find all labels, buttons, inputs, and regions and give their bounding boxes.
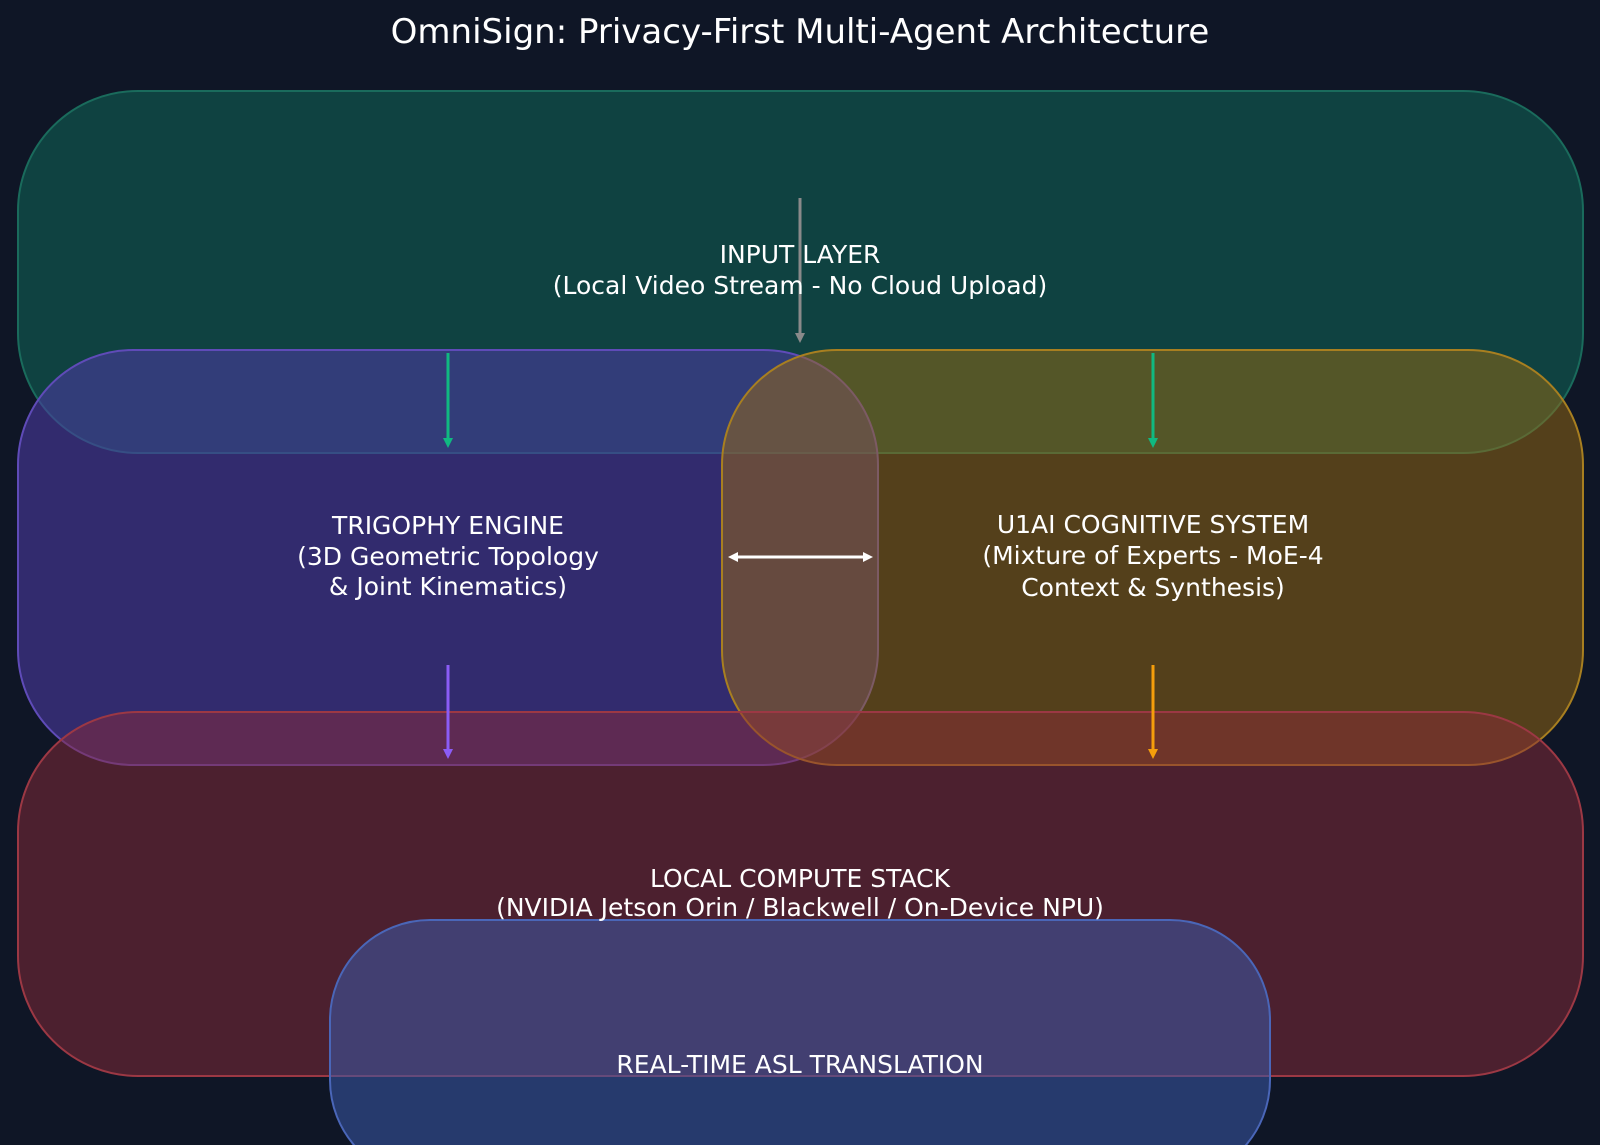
asl-translation-title: REAL-TIME ASL TRANSLATION xyxy=(616,1050,983,1079)
u1ai-system-subtitle-line2: Context & Synthesis) xyxy=(1021,573,1285,602)
asl-translation-box xyxy=(329,919,1271,1145)
u1ai-system-title: U1AI COGNITIVE SYSTEM xyxy=(997,510,1309,539)
compute-stack-subtitle: (NVIDIA Jetson Orin / Blackwell / On-Dev… xyxy=(496,893,1104,922)
diagram-title: OmniSign: Privacy-First Multi-Agent Arch… xyxy=(391,12,1210,52)
compute-stack-title: LOCAL COMPUTE STACK xyxy=(650,864,951,893)
input-layer-subtitle: (Local Video Stream - No Cloud Upload) xyxy=(553,271,1048,300)
input-layer-title: INPUT LAYER xyxy=(720,240,881,269)
trigophy-engine-subtitle-line2: & Joint Kinematics) xyxy=(329,572,567,601)
trigophy-engine-title: TRIGOPHY ENGINE xyxy=(331,511,564,540)
u1ai-system-subtitle-line1: (Mixture of Experts - MoE-4 xyxy=(982,541,1323,570)
trigophy-engine-subtitle-line1: (3D Geometric Topology xyxy=(297,542,599,571)
